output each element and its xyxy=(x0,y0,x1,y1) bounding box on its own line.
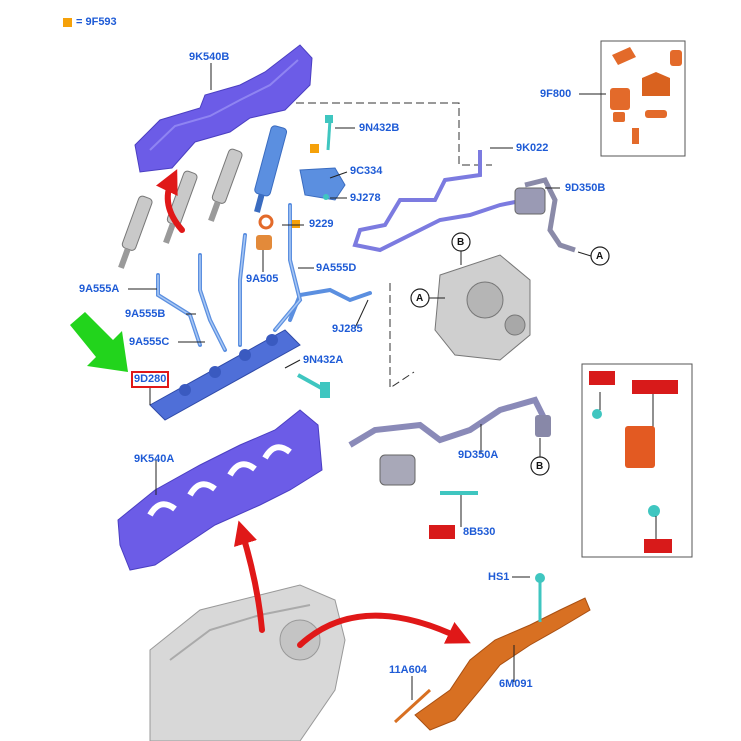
label-pipe-b: 9A555B xyxy=(125,308,166,320)
callout-b-top: B xyxy=(457,237,465,248)
label-return-pipe: 9J285 xyxy=(332,323,363,335)
label-bolt-rail: 9N432A xyxy=(303,354,344,366)
label-top-cover: 9K540B xyxy=(189,51,230,63)
label-stud: 8B530 xyxy=(463,526,496,538)
sensor-shapes xyxy=(256,115,346,250)
label-sensor: 9C334 xyxy=(350,165,383,177)
red-arrows xyxy=(155,169,471,648)
label-pipe-a: 9A555A xyxy=(79,283,120,295)
label-clip: 9J278 xyxy=(350,192,381,204)
redacted-tag xyxy=(632,380,678,394)
fuel-rail-shape xyxy=(149,329,301,421)
label-hose-assembly: 9D350B xyxy=(565,182,606,194)
engine-block-shape xyxy=(149,584,346,741)
fuel-pump-shape xyxy=(434,254,531,361)
callout-a-left: A xyxy=(416,293,424,304)
caps-kit-box xyxy=(600,40,686,157)
legend-text: = 9F593 xyxy=(76,16,117,28)
dashed-guides xyxy=(296,102,492,389)
label-pipe-d: 9A555D xyxy=(316,262,357,274)
callout-circles xyxy=(410,232,610,476)
label-caps-kit: 9F800 xyxy=(540,88,572,100)
top-cover-shape xyxy=(134,44,313,173)
bottom-cover-shape xyxy=(117,409,323,571)
legend-marker xyxy=(63,18,72,27)
injection-pipes-highlight xyxy=(157,205,301,351)
leader-lines xyxy=(128,63,606,700)
label-hose-top: 9K022 xyxy=(516,142,549,154)
harness-shape xyxy=(393,573,591,731)
label-washer: 9A505 xyxy=(246,273,279,285)
label-fuel-rail: 9D280 xyxy=(131,371,170,388)
callout-b-bottom: B xyxy=(536,461,544,472)
label-seal: 9229 xyxy=(309,218,334,230)
redacted-tag xyxy=(429,525,455,539)
redacted-tag xyxy=(644,539,672,553)
label-harness: 6M091 xyxy=(499,678,533,690)
right-detail-box xyxy=(581,363,693,558)
upper-hose-shapes xyxy=(352,150,576,253)
lower-hose-shapes xyxy=(348,396,551,495)
label-bolt-top: 9N432B xyxy=(359,122,400,134)
redacted-tag xyxy=(589,371,615,385)
injectors xyxy=(118,125,288,269)
label-screw: HS1 xyxy=(488,571,510,583)
label-hose-lower: 9D350A xyxy=(458,449,499,461)
callout-a-right: A xyxy=(596,251,604,262)
green-arrow-icon xyxy=(70,312,128,372)
label-sensor-lower: 11A604 xyxy=(389,664,427,676)
label-pipe-c: 9A555C xyxy=(129,336,170,348)
label-bottom-cover: 9K540A xyxy=(134,453,175,465)
rail-bolt-shape xyxy=(297,373,330,398)
